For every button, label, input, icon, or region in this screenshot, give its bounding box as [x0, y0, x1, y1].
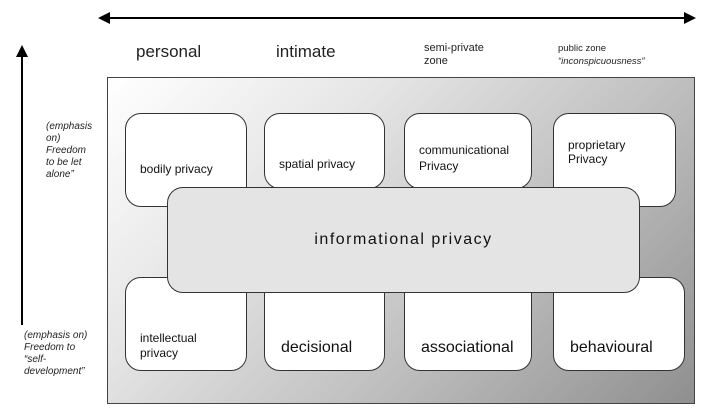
card-label: bodily privacy [140, 162, 213, 176]
axis-label-line: “self- [24, 354, 47, 365]
zone-semi-private-label: semi-private zone [424, 42, 484, 68]
card-label-line: Privacy [419, 159, 459, 173]
card-communicational-privacy: communicational Privacy [404, 113, 532, 189]
card-label: communicational Privacy [419, 142, 523, 174]
axis-label-self-development: (emphasis on) Freedom to “self- developm… [24, 330, 87, 378]
zone-personal-label: personal [136, 42, 202, 61]
axis-label-line: Freedom to [24, 342, 76, 353]
axis-label-line: to be let [46, 157, 82, 168]
axis-label-line: (emphasis [46, 121, 93, 132]
card-label: proprietary Privacy [568, 138, 667, 166]
axis-label-line: development” [24, 366, 85, 377]
card-label: intellectual privacy [140, 331, 238, 361]
card-label-line: Privacy [568, 152, 608, 166]
card-label-line: communicational [419, 143, 510, 157]
card-label: associational [421, 339, 514, 356]
card-label-line: proprietary [568, 138, 626, 152]
informational-privacy-box: informational privacy [167, 187, 640, 293]
axis-label-let-alone: (emphasis on) Freedom to be let alone” [46, 121, 92, 181]
card-spatial-privacy: spatial privacy [264, 113, 385, 189]
zone-public-line: public zone [558, 43, 607, 54]
card-label: behavioural [570, 339, 653, 356]
axis-label-line: Freedom [46, 145, 87, 156]
informational-privacy-label: informational privacy [314, 231, 493, 248]
zone-semi-private-line: zone [424, 55, 448, 67]
card-label: spatial privacy [279, 157, 356, 171]
card-label-line: privacy [140, 346, 179, 360]
zone-intimate-label: intimate [276, 42, 336, 61]
card-label-line: intellectual [140, 331, 197, 345]
axis-label-line: (emphasis on) [24, 330, 88, 341]
horizontal-double-arrow [98, 12, 696, 24]
vertical-arrow [16, 45, 28, 325]
card-label: decisional [281, 339, 353, 356]
zone-public-line: “inconspicuousness” [558, 56, 645, 67]
axis-label-line: alone” [46, 169, 74, 180]
zone-public-label: public zone “inconspicuousness” [558, 42, 645, 68]
zone-semi-private-line: semi-private [424, 42, 484, 54]
axis-label-line: on) [46, 133, 61, 144]
